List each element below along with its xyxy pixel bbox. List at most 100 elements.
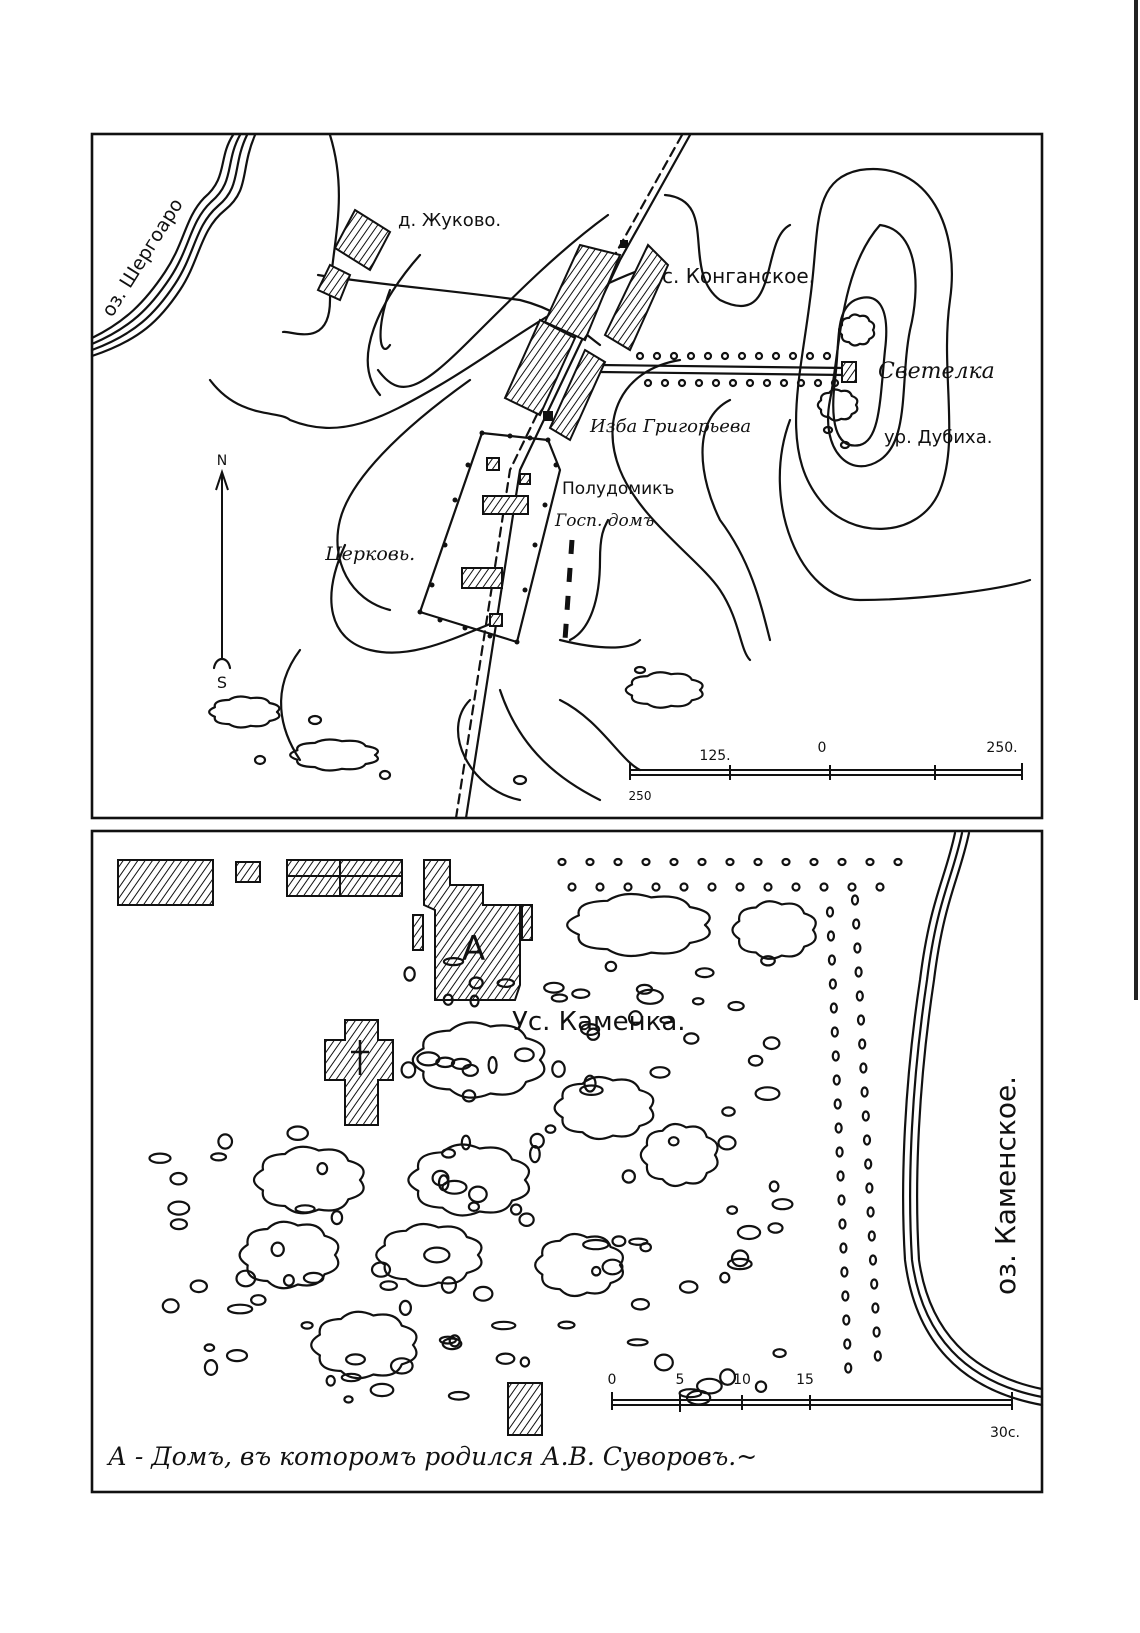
zhukovo-label: д. Жуково. — [398, 210, 501, 231]
shrub — [730, 1249, 750, 1268]
shrub — [442, 956, 465, 967]
shrub — [865, 857, 875, 867]
shrub — [833, 1098, 842, 1110]
shrub — [721, 1106, 736, 1117]
shrub — [653, 1353, 674, 1372]
shrub — [763, 882, 773, 892]
small-building — [620, 240, 628, 248]
shrub — [719, 1271, 731, 1284]
shrub — [854, 966, 863, 978]
shrub — [611, 1235, 627, 1248]
shrub — [582, 1238, 610, 1251]
shrub — [678, 1388, 703, 1399]
bottom-scale-bar: 0 5 10 15 30с. — [608, 1372, 1020, 1441]
shrub — [461, 1089, 477, 1103]
bottom-map: А Ус. Каменка. оз. Каменское. 0 5 10 15 … — [90, 829, 1044, 1494]
shrub — [754, 1086, 781, 1101]
shrub — [686, 351, 696, 361]
shrub — [630, 1298, 651, 1311]
shrub — [760, 955, 776, 967]
shrub — [652, 351, 662, 361]
shrub — [858, 1038, 867, 1050]
shrub — [856, 1014, 866, 1026]
shrub — [861, 1110, 870, 1122]
fence-post — [479, 430, 485, 436]
tree-cluster — [624, 671, 704, 709]
top-map-frame — [90, 132, 1044, 820]
shrub — [294, 1204, 316, 1214]
shrub — [472, 1285, 494, 1302]
shrub — [659, 1015, 673, 1025]
shrub — [850, 894, 860, 906]
shrub — [719, 1368, 737, 1386]
shrub — [330, 1209, 344, 1226]
shrub — [641, 857, 651, 867]
shrub — [270, 1241, 285, 1258]
shrub — [249, 1294, 267, 1306]
shrub — [253, 754, 267, 766]
shrub — [726, 1257, 753, 1271]
shrub — [862, 1134, 872, 1146]
shrub — [567, 882, 577, 892]
konganskoe-label: с. Конганское. — [662, 264, 815, 288]
shrub — [809, 857, 819, 867]
shrub — [512, 774, 528, 786]
shrub — [623, 882, 633, 892]
shrub — [398, 1299, 412, 1317]
shrub — [389, 1357, 414, 1375]
shrub — [831, 1050, 840, 1062]
shrub — [728, 378, 738, 388]
shrub — [626, 1338, 649, 1347]
south-label: S — [217, 673, 227, 692]
shrub — [827, 954, 837, 966]
shrub — [875, 882, 885, 892]
shrub — [813, 378, 823, 388]
shrub — [325, 1374, 336, 1387]
shrub — [557, 1320, 576, 1330]
shrub — [847, 882, 857, 892]
izba-house — [543, 411, 553, 421]
shrub — [696, 1377, 723, 1395]
shrub — [286, 1125, 309, 1141]
porch — [521, 904, 533, 941]
scale-tick-label: 0 — [818, 740, 827, 756]
shrub — [635, 351, 645, 361]
shrub — [768, 1180, 780, 1193]
manor-house-building — [482, 495, 529, 515]
svetelka-label: Светелка — [878, 359, 995, 384]
shrub — [416, 1051, 441, 1067]
shrub — [844, 1362, 853, 1374]
shrub — [842, 1314, 851, 1326]
shrub — [217, 1133, 234, 1150]
alley — [562, 539, 575, 641]
shrub — [678, 1280, 699, 1294]
shrub — [495, 1352, 516, 1365]
shrub — [725, 857, 735, 867]
lake-kamenskoe-shore — [902, 831, 1044, 1407]
shrub — [148, 1152, 172, 1164]
shrub — [873, 1350, 882, 1362]
shrub — [440, 1276, 457, 1294]
shrub — [836, 1170, 845, 1182]
church-building — [461, 567, 503, 589]
scale-tick-label: 250. — [986, 740, 1017, 756]
shrub — [282, 1273, 295, 1287]
scale-tick-label: 125. — [699, 748, 730, 764]
road-tree-row — [635, 351, 840, 388]
shrub — [855, 990, 864, 1002]
shrub — [859, 1062, 868, 1074]
shrub — [772, 1348, 787, 1359]
shrub — [837, 857, 847, 867]
shrub — [585, 857, 595, 867]
shrub — [467, 1201, 480, 1212]
fence-post — [545, 437, 551, 443]
svetelka-building — [841, 361, 857, 383]
shrub — [753, 857, 763, 867]
shrub — [633, 665, 647, 675]
shrub — [870, 1278, 879, 1290]
tree-cluster — [289, 738, 379, 772]
park-shrubs — [148, 857, 903, 1406]
shrub — [627, 1010, 643, 1026]
shrub — [781, 857, 791, 867]
zhukovo-house — [316, 263, 352, 302]
